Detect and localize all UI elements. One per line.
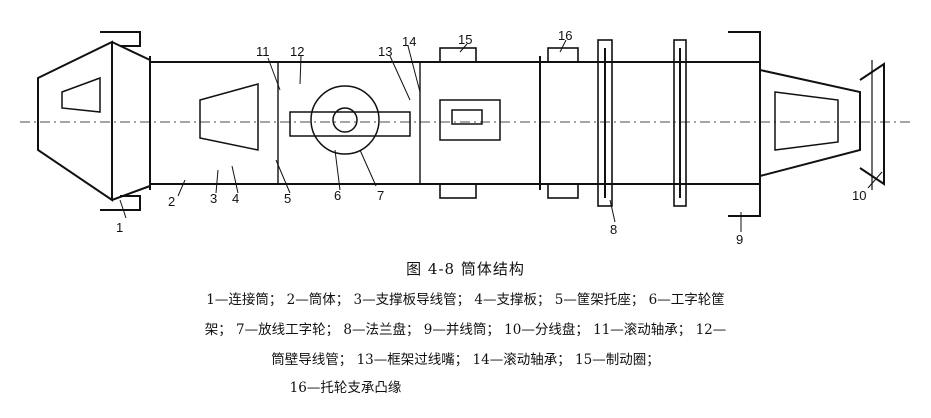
legend-line-1: 1—连接筒； 2—筒体； 3—支撑板导线管； 4—支撑板； 5—筐架托座； 6—…	[206, 292, 725, 308]
flange	[597, 39, 687, 207]
callout-16: 16	[558, 28, 572, 43]
callout-15: 15	[458, 32, 472, 47]
callout-5: 5	[284, 191, 291, 206]
callout-13: 13	[378, 44, 392, 59]
callout-10: 10	[852, 188, 866, 203]
callout-12: 12	[290, 44, 304, 59]
callout-6: 6	[334, 188, 341, 203]
brake-ring	[439, 47, 579, 199]
figure-caption-title: 图 4-8 筒体结构	[406, 260, 525, 278]
callout-11: 11	[256, 44, 270, 59]
bobbin-cradle	[199, 83, 501, 155]
distributing-disc	[859, 60, 885, 190]
callout-14: 14	[402, 34, 416, 49]
legend-line-3: 筒壁导线管； 13—框架过线嘴； 14—滚动轴承； 15—制动圈；	[271, 352, 660, 368]
connecting-cylinder	[37, 31, 151, 211]
callout-7: 7	[377, 188, 384, 203]
callout-8: 8	[610, 222, 617, 237]
callout-9: 9	[736, 232, 743, 247]
callout-4: 4	[232, 191, 239, 206]
legend-line-4: 16—托轮支承凸缘	[289, 380, 402, 396]
callout-2: 2	[168, 194, 175, 209]
callout-labels: 1 2 3 4 5 6 7 8 9 10 11 12 13 14 15 16	[116, 28, 866, 247]
legend-line-2: 架； 7—放线工字轮； 8—法兰盘； 9—并线筒； 10—分线盘； 11—滚动轴…	[204, 322, 727, 338]
callout-1: 1	[116, 220, 123, 235]
doubling-cylinder	[728, 31, 861, 217]
callout-3: 3	[210, 191, 217, 206]
cylinder-body	[149, 48, 761, 198]
cylinder-structure-drawing: 1 2 3 4 5 6 7 8 9 10 11 12 13 14 15 16	[20, 28, 910, 247]
